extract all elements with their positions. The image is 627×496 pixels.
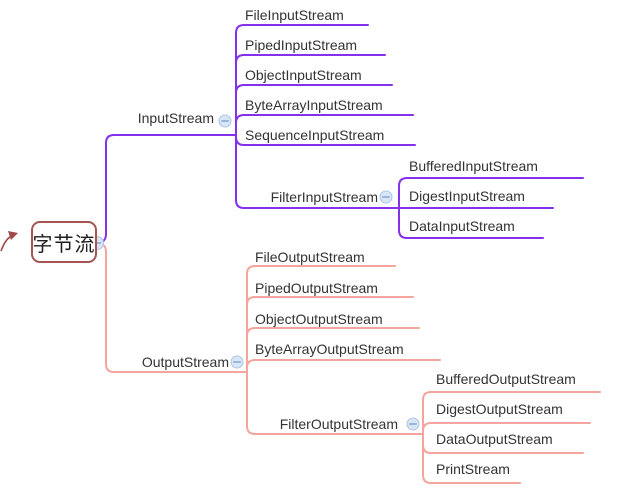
edge-objectinputstream bbox=[235, 84, 393, 136]
collapse-button-filteroutputstream[interactable] bbox=[406, 417, 420, 431]
topic-digestoutputstream[interactable]: DigestOutputStream bbox=[436, 401, 563, 417]
topic-bytearrayinputstream[interactable]: ByteArrayInputStream bbox=[245, 97, 383, 113]
edge-datainputstream bbox=[398, 207, 544, 239]
topic-bufferedoutputstream[interactable]: BufferedOutputStream bbox=[436, 371, 576, 387]
topic-filterinputstream[interactable]: FilterInputStream bbox=[270, 189, 378, 205]
collapse-button-filterinputstream[interactable] bbox=[379, 190, 393, 204]
topic-bytearrayoutputstream[interactable]: ByteArrayOutputStream bbox=[255, 341, 404, 357]
collapse-button-inputstream[interactable] bbox=[218, 114, 232, 128]
topic-root[interactable]: 字节流 bbox=[31, 221, 97, 263]
edge-pipedoutputstream bbox=[246, 296, 414, 373]
edge-printstream bbox=[422, 433, 521, 484]
edge-bytearrayinputstream bbox=[235, 114, 414, 136]
arrow-icon bbox=[0, 231, 18, 252]
topic-filteroutputstream[interactable]: FilterOutputStream bbox=[279, 416, 398, 432]
topic-inputstream[interactable]: InputStream bbox=[137, 110, 214, 126]
topic-pipedinputstream[interactable]: PipedInputStream bbox=[245, 37, 358, 53]
collapse-button-outputstream[interactable] bbox=[230, 355, 244, 369]
edge-root-inputstream bbox=[95, 134, 237, 244]
topic-objectoutputstream[interactable]: ObjectOutputStream bbox=[255, 311, 383, 327]
topic-pipedoutputstream[interactable]: PipedOutputStream bbox=[255, 280, 378, 296]
topic-digestinputstream[interactable]: DigestInputStream bbox=[409, 188, 525, 204]
edge-objectoutputstream bbox=[246, 327, 420, 373]
topic-sequenceinputstream[interactable]: SequenceInputStream bbox=[245, 127, 385, 143]
edge-digestoutputstream bbox=[422, 422, 591, 435]
edge-filteroutputstream bbox=[246, 371, 424, 435]
edge-pipedinputstream bbox=[235, 54, 386, 136]
edge-bufferedoutputstream bbox=[422, 391, 601, 435]
edge-bytearrayoutputstream bbox=[246, 359, 441, 373]
topic-dataoutputstream[interactable]: DataOutputStream bbox=[436, 431, 553, 447]
edge-fileoutputstream bbox=[246, 265, 396, 373]
edge-fileinputstream bbox=[235, 24, 369, 136]
topic-fileinputstream[interactable]: FileInputStream bbox=[245, 7, 344, 23]
topic-objectinputstream[interactable]: ObjectInputStream bbox=[245, 67, 362, 83]
edge-bufferedinputstream bbox=[398, 177, 584, 209]
input-branch-lines bbox=[95, 24, 584, 244]
edge-filterinputstream bbox=[235, 134, 400, 209]
topic-outputstream[interactable]: OutputStream bbox=[141, 354, 229, 370]
topic-printstream[interactable]: PrintStream bbox=[436, 461, 510, 477]
topic-fileoutputstream[interactable]: FileOutputStream bbox=[255, 249, 365, 265]
topic-bufferedinputstream[interactable]: BufferedInputStream bbox=[409, 158, 538, 174]
topic-datainputstream[interactable]: DataInputStream bbox=[409, 218, 515, 234]
